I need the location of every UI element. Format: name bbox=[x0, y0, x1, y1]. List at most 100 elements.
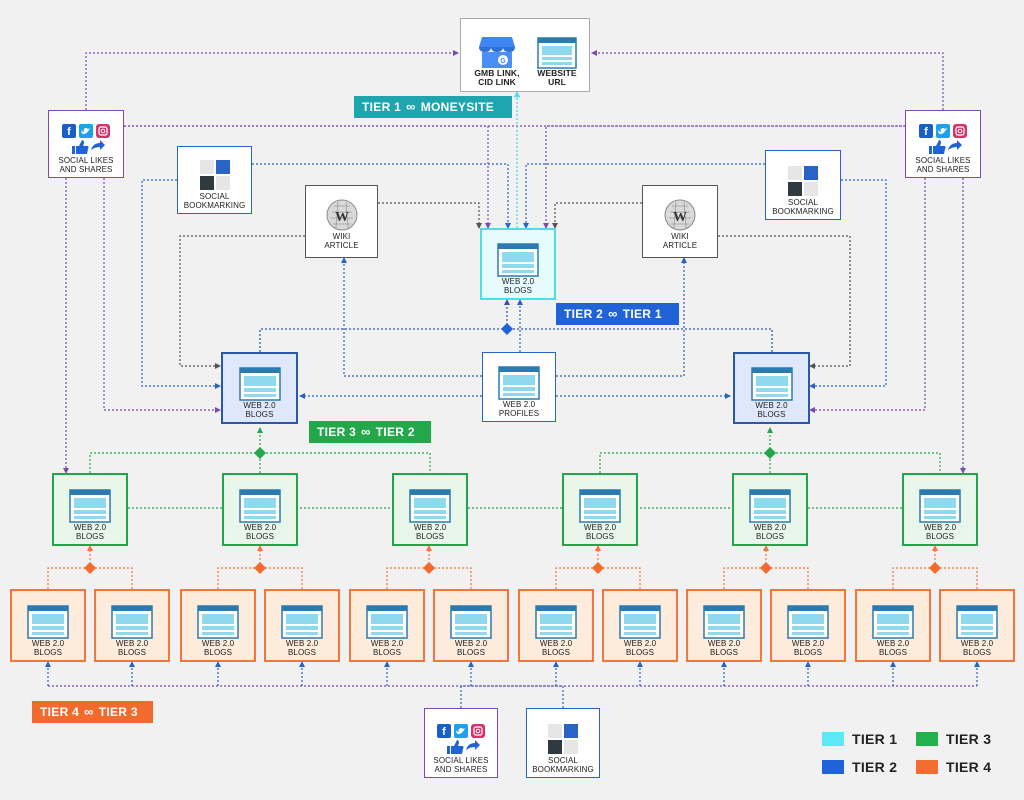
web-page-icon bbox=[197, 605, 239, 639]
gmb-label: GMB LINK, CID LINK bbox=[474, 68, 520, 87]
link-icon: ∞ bbox=[406, 99, 416, 114]
web-page-icon bbox=[69, 489, 111, 523]
web20-blogs-label: WEB 2.0 BLOGS bbox=[923, 523, 957, 541]
tier4-web20-blogs-node: WEB 2.0 BLOGS bbox=[94, 589, 170, 662]
web20-blogs-label: WEB 2.0 BLOGS bbox=[31, 639, 65, 657]
web-page-icon bbox=[535, 605, 577, 639]
legend-item-tier3: TIER 3 bbox=[916, 731, 991, 747]
svg-text:f: f bbox=[67, 126, 71, 138]
web20-blogs-label: WEB 2.0 BLOGS bbox=[370, 639, 404, 657]
svg-text:G: G bbox=[500, 58, 506, 65]
link-icon: ∞ bbox=[608, 306, 618, 321]
wiki-article-label: WIKI ARTICLE bbox=[324, 232, 359, 250]
website-url-label: WEBSITE URL bbox=[537, 68, 577, 87]
web20-blogs-label: WEB 2.0 BLOGS bbox=[623, 639, 657, 657]
tier4-web20-blogs-node: WEB 2.0 BLOGS bbox=[939, 589, 1015, 662]
legend-label: TIER 3 bbox=[946, 731, 992, 747]
wiki-article-label: WIKI ARTICLE bbox=[662, 232, 698, 250]
svg-text:W: W bbox=[335, 210, 349, 225]
google-my-business-icon: G bbox=[479, 37, 515, 68]
svg-text:W: W bbox=[673, 210, 687, 225]
tier1-moneysite-tag: TIER 1 ∞ MONEYSITE bbox=[354, 96, 512, 118]
web20-blogs-label: WEB 2.0 BLOGS bbox=[876, 639, 910, 657]
web20-blogs-label: WEB 2.0 BLOGS bbox=[960, 639, 994, 657]
social-bookmarking-node: SOCIAL BOOKMARKING bbox=[765, 150, 841, 220]
web-page-icon bbox=[498, 366, 540, 400]
social-bookmarking-label: SOCIAL BOOKMARKING bbox=[772, 198, 834, 216]
web20-profiles-label: WEB 2.0 PROFILES bbox=[498, 400, 540, 418]
tier4-tier3-tag: TIER 4 ∞ TIER 3 bbox=[32, 701, 153, 723]
wikipedia-icon: W bbox=[326, 199, 357, 231]
social-likes-label: SOCIAL LIKES AND SHARES bbox=[58, 156, 114, 174]
wiki-article-node: W WIKI ARTICLE bbox=[305, 185, 378, 258]
legend-label: TIER 1 bbox=[852, 731, 898, 747]
tier2-tier1-tag: TIER 2 ∞ TIER 1 bbox=[556, 303, 679, 325]
tier4-web20-blogs-node: WEB 2.0 BLOGS bbox=[433, 589, 509, 662]
web-page-icon bbox=[579, 489, 621, 523]
tier4-web20-blogs-node: WEB 2.0 BLOGS bbox=[180, 589, 256, 662]
web-page-icon bbox=[919, 489, 961, 523]
tier1-web20-blogs-node: WEB 2.0 BLOGS bbox=[480, 228, 556, 300]
social-likes-node: f SOCIAL LIKES AND SHARES bbox=[48, 110, 124, 178]
website-url-node: WEBSITE URL bbox=[528, 22, 586, 90]
legend-item-tier2: TIER 2 bbox=[822, 759, 897, 775]
social-bookmarking-label: SOCIAL BOOKMARKING bbox=[183, 192, 246, 210]
tag-right-label: TIER 2 bbox=[375, 425, 415, 439]
social-icons-group: f bbox=[919, 124, 967, 154]
web-page-icon bbox=[787, 605, 829, 639]
web-page-icon bbox=[281, 605, 323, 639]
web-page-icon bbox=[750, 367, 793, 401]
web-page-icon bbox=[956, 605, 998, 639]
web20-blogs-label: WEB 2.0 BLOGS bbox=[753, 523, 787, 541]
web20-blogs-label: WEB 2.0 BLOGS bbox=[539, 639, 573, 657]
tier3-web20-blogs-node: WEB 2.0 BLOGS bbox=[562, 473, 638, 546]
social-likes-label: SOCIAL LIKES AND SHARES bbox=[915, 156, 971, 174]
web-page-icon bbox=[111, 605, 153, 639]
legend-swatch bbox=[822, 732, 844, 746]
legend-swatch bbox=[916, 732, 938, 746]
social-likes-label: SOCIAL LIKES AND SHARES bbox=[433, 756, 489, 774]
tag-left-label: TIER 4 bbox=[40, 705, 80, 719]
tier2-web20-blogs-node: WEB 2.0 BLOGS bbox=[221, 352, 298, 424]
web-page-icon bbox=[537, 37, 577, 69]
web-page-icon bbox=[497, 243, 539, 277]
svg-text:f: f bbox=[442, 726, 446, 738]
web20-blogs-label: WEB 2.0 BLOGS bbox=[201, 639, 235, 657]
web-page-icon bbox=[238, 367, 281, 401]
web20-blogs-label: WEB 2.0 BLOGS bbox=[583, 523, 617, 541]
web20-blogs-label: WEB 2.0 BLOGS bbox=[285, 639, 319, 657]
tier3-tier2-tag: TIER 3 ∞ TIER 2 bbox=[309, 421, 431, 443]
social-bookmark-icon bbox=[788, 166, 818, 196]
tier4-web20-blogs-node: WEB 2.0 BLOGS bbox=[349, 589, 425, 662]
link-icon: ∞ bbox=[361, 424, 371, 439]
legend-swatch bbox=[916, 760, 938, 774]
tag-left-label: TIER 1 bbox=[362, 100, 402, 114]
social-likes-node: f SOCIAL LIKES AND SHARES bbox=[424, 708, 498, 778]
legend-item-tier4: TIER 4 bbox=[916, 759, 991, 775]
web20-blogs-label: WEB 2.0 BLOGS bbox=[791, 639, 825, 657]
social-likes-node: f SOCIAL LIKES AND SHARES bbox=[905, 110, 981, 178]
web20-blogs-label: WEB 2.0 BLOGS bbox=[707, 639, 741, 657]
tier4-web20-blogs-node: WEB 2.0 BLOGS bbox=[602, 589, 678, 662]
social-icons-group: f bbox=[437, 724, 485, 754]
web20-blogs-label: WEB 2.0 BLOGS bbox=[413, 523, 447, 541]
web-page-icon bbox=[27, 605, 69, 639]
wiki-article-node: W WIKI ARTICLE bbox=[642, 185, 718, 258]
web-page-icon bbox=[239, 489, 281, 523]
web-page-icon bbox=[703, 605, 745, 639]
web20-blogs-label: WEB 2.0 BLOGS bbox=[243, 523, 277, 541]
tier3-web20-blogs-node: WEB 2.0 BLOGS bbox=[392, 473, 468, 546]
tier4-web20-blogs-node: WEB 2.0 BLOGS bbox=[10, 589, 86, 662]
tier3-web20-blogs-node: WEB 2.0 BLOGS bbox=[52, 473, 128, 546]
web-page-icon bbox=[872, 605, 914, 639]
web20-blogs-label: WEB 2.0 BLOGS bbox=[454, 639, 488, 657]
tier4-web20-blogs-node: WEB 2.0 BLOGS bbox=[518, 589, 594, 662]
web-page-icon bbox=[366, 605, 408, 639]
web20-blogs-label: WEB 2.0 BLOGS bbox=[73, 523, 107, 541]
tag-right-label: TIER 3 bbox=[98, 705, 138, 719]
legend-label: TIER 2 bbox=[852, 759, 898, 775]
link-icon: ∞ bbox=[84, 704, 94, 719]
tag-right-label: MONEYSITE bbox=[420, 100, 495, 114]
web-page-icon bbox=[749, 489, 791, 523]
